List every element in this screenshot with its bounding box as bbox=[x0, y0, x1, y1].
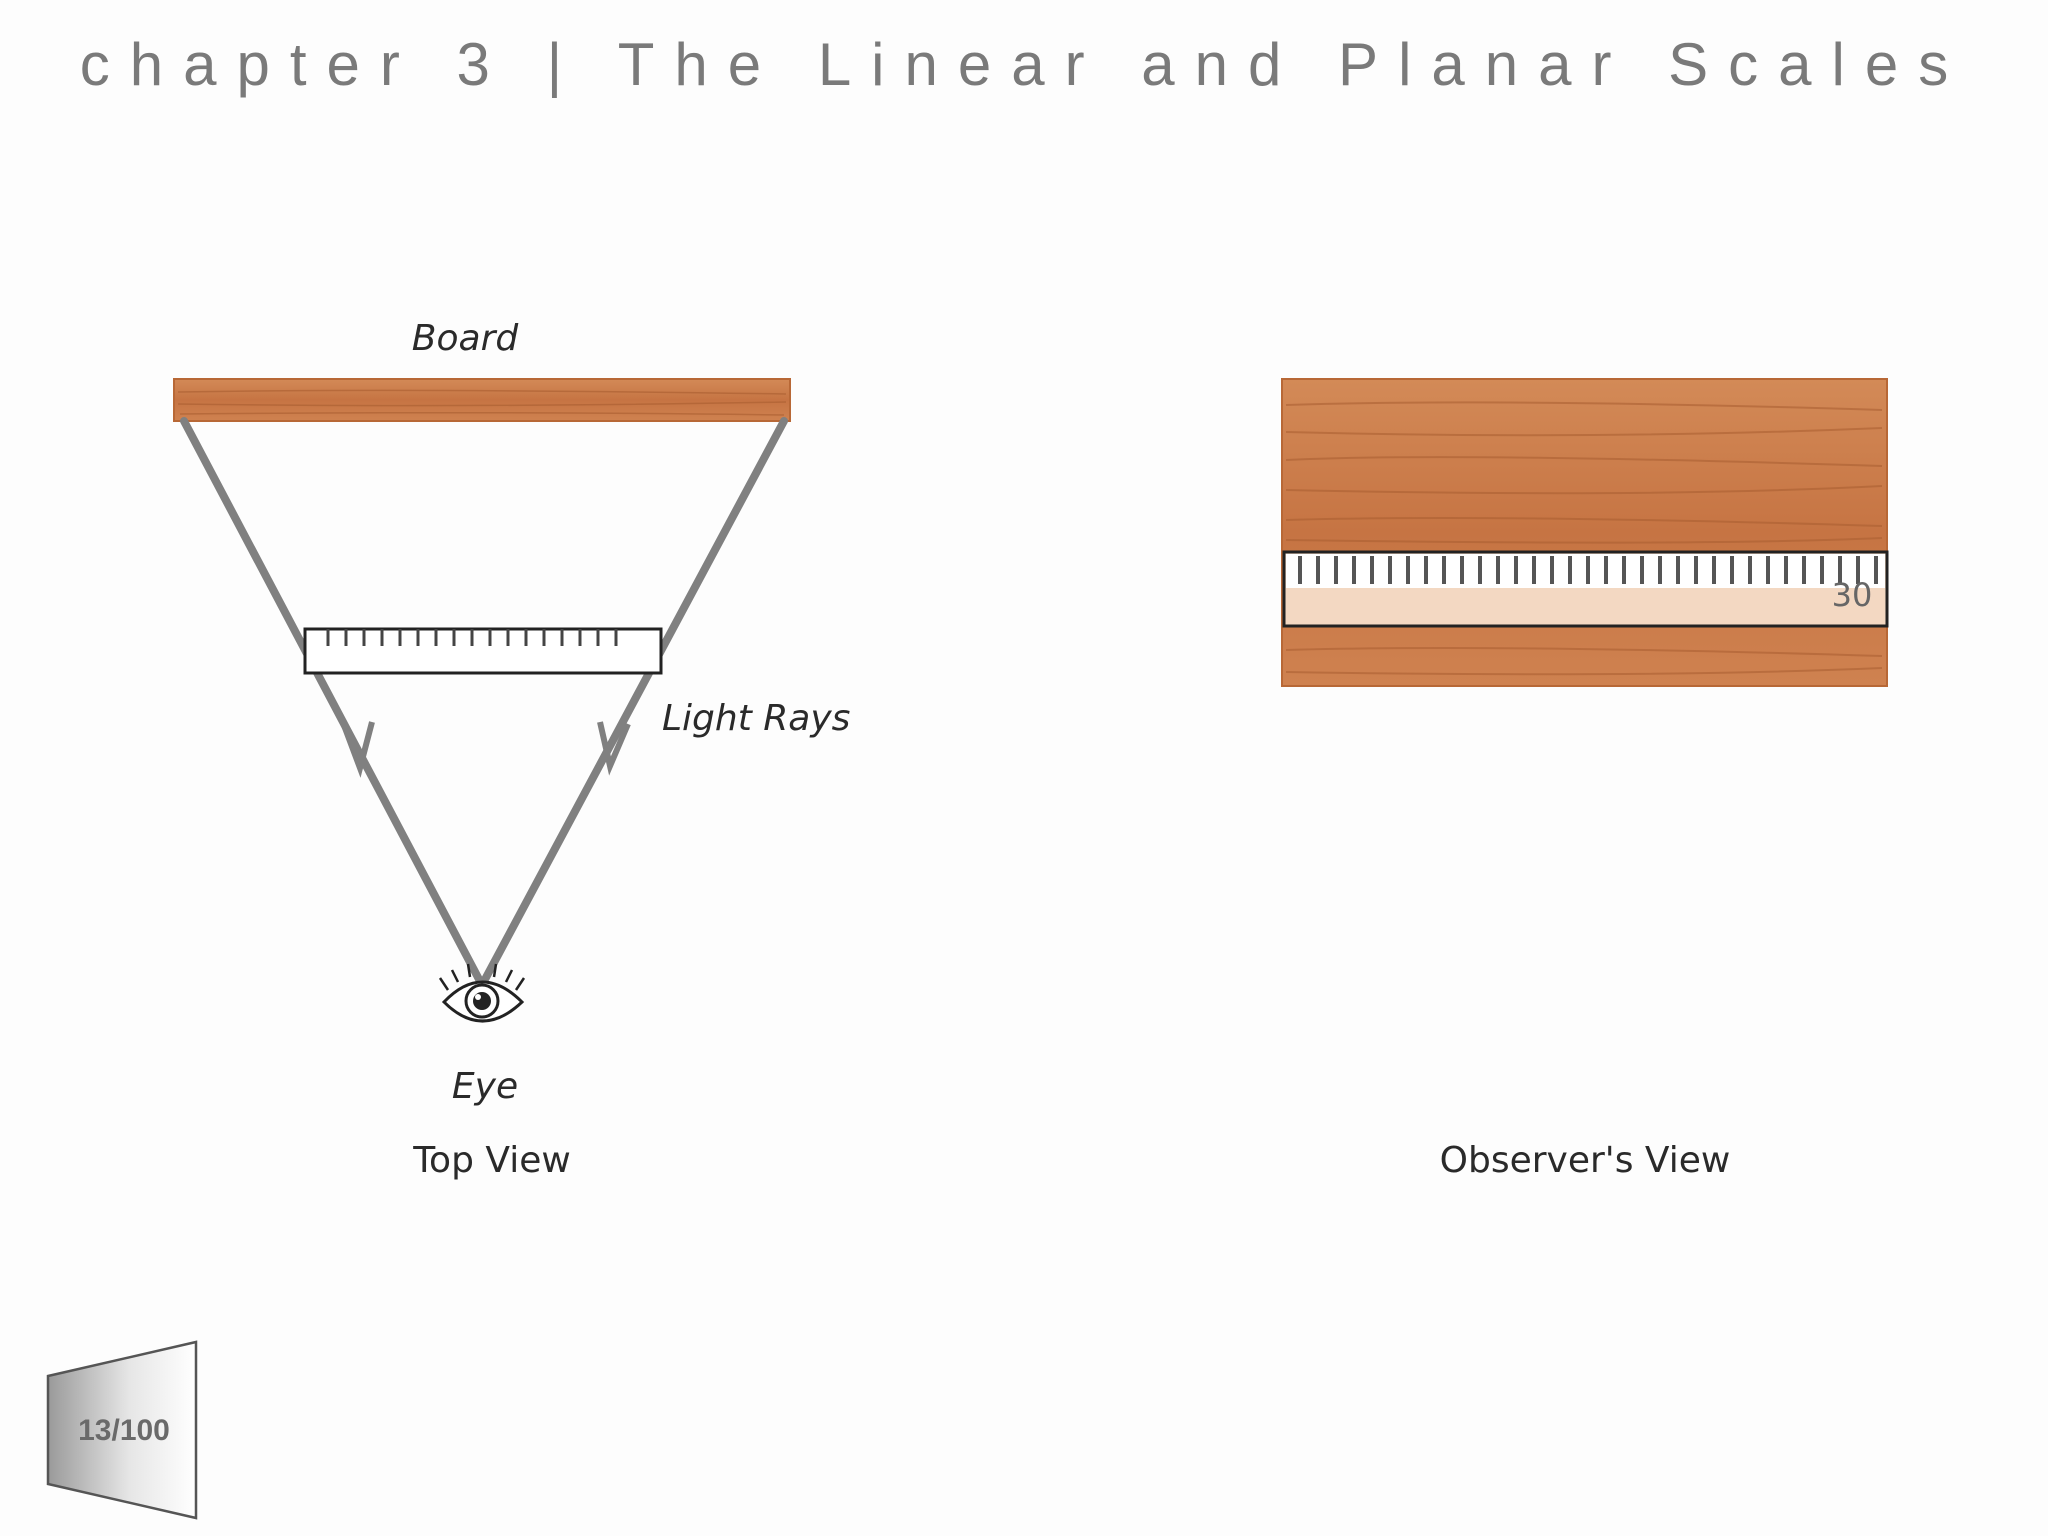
light-rays-label: Light Rays bbox=[662, 698, 850, 739]
top-view-caption: Top View bbox=[412, 1140, 571, 1181]
eye-label: Eye bbox=[452, 1066, 518, 1107]
page-badge-shape: 13/100 bbox=[46, 1340, 198, 1520]
board-front bbox=[1281, 378, 1888, 687]
page-indicator[interactable]: 13/100 bbox=[44, 1340, 204, 1522]
observer-view-caption: Observer's View bbox=[1440, 1140, 1731, 1181]
linear-scale-front-view: 30 bbox=[1282, 550, 1889, 628]
eye-icon bbox=[438, 963, 526, 1023]
chapter-title: chapter 3 | The Linear and Planar Scales bbox=[79, 31, 1969, 98]
scale-number-label: 30 bbox=[1832, 576, 1873, 614]
observer-view-panel: 30 Observer's View bbox=[1281, 378, 1889, 1181]
board-label: Board bbox=[412, 318, 520, 359]
top-view-panel: Board bbox=[173, 318, 850, 1181]
page-number-text: 13/100 bbox=[78, 1414, 170, 1447]
linear-scale-top-view bbox=[303, 627, 663, 675]
board-top bbox=[173, 378, 791, 422]
light-rays bbox=[180, 417, 788, 989]
